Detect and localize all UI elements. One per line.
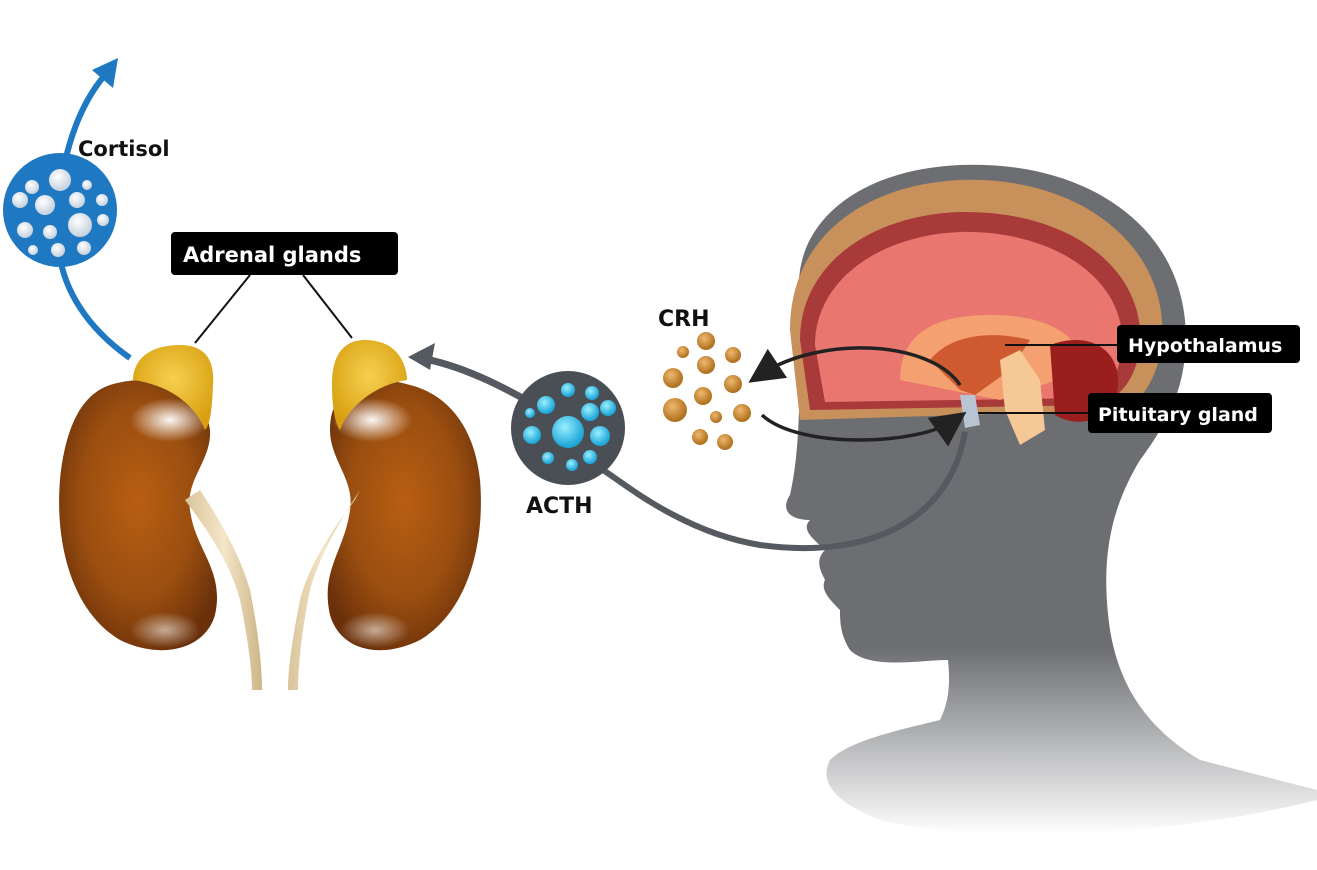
cortisol-label: Cortisol — [78, 137, 170, 161]
left-kidney — [59, 380, 262, 690]
cortisol-bubble — [3, 153, 117, 267]
brain-cross-section — [790, 179, 1163, 445]
pituitary-label-box — [1088, 393, 1272, 433]
pituitary-gland-label: Pituitary gland — [1098, 404, 1258, 426]
acth-label: ACTH — [526, 494, 593, 519]
hypothalamus-to-crh-arrow — [748, 346, 962, 386]
hypothalamus-label-box — [1117, 325, 1300, 363]
adrenal-pointer-line-left — [194, 274, 251, 344]
left-adrenal-gland — [133, 345, 214, 430]
acth-bubble — [511, 371, 625, 485]
acth-arrowhead-icon — [408, 343, 435, 370]
adrenal-glands-label-box — [171, 232, 398, 275]
hypothalamus-label: Hypothalamus — [1128, 335, 1282, 357]
adrenal-glands-label: Adrenal glands — [183, 243, 361, 267]
adrenal-pointer-line-right — [302, 274, 353, 339]
crh-particles — [663, 332, 751, 450]
acth-pathway-line — [598, 431, 968, 551]
right-adrenal-gland — [332, 340, 407, 430]
right-kidney — [288, 380, 481, 690]
crh-to-pituitary-arrow — [760, 411, 967, 447]
cortisol-arrowhead-icon — [92, 58, 118, 88]
crh-label: CRH — [658, 307, 710, 332]
